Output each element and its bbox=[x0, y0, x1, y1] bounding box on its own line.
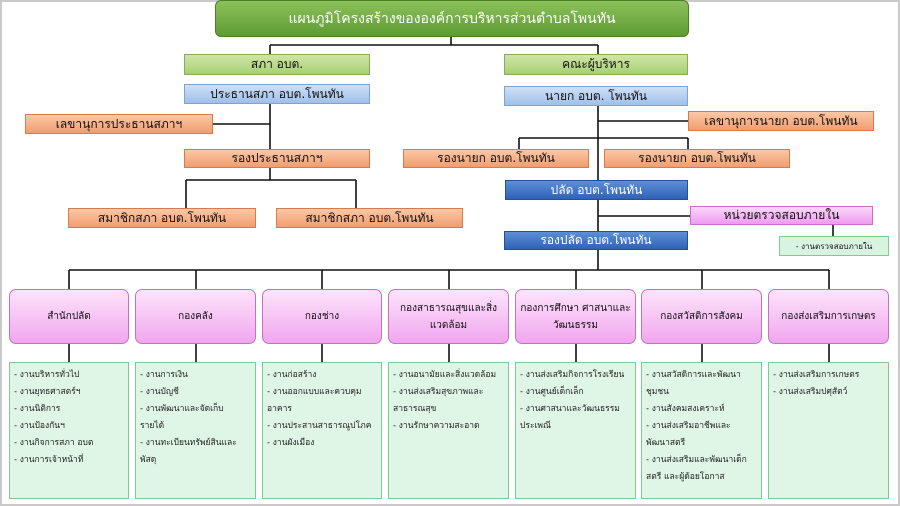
task-item: พัสดุ bbox=[140, 455, 157, 465]
chart-title: แผนภูมิโครงสร้างขององค์การบริหารส่วนตำบล… bbox=[215, 0, 689, 37]
task-list: - งานสวัสดิการและพัฒนา ชุมชน - งานสังคมส… bbox=[641, 362, 762, 499]
task-item: - งานก่อสร้าง bbox=[267, 370, 317, 380]
council-box: สภา อบต. bbox=[184, 54, 370, 75]
department-box: สำนักปลัด bbox=[9, 289, 129, 344]
task-item: - งานประสานสาธารณูปโภค bbox=[267, 421, 372, 431]
task-item: - งานการเงิน bbox=[140, 370, 188, 380]
task-item: - งานส่งเสริมกิจการโรงเรียน bbox=[520, 370, 625, 380]
deputy-clerk-box: รองปลัด อบต.โพนทัน bbox=[504, 231, 688, 250]
task-item: - งานออกแบบและควบคุม bbox=[267, 387, 362, 397]
task-item: - งานยุทธศาสตร์ฯ bbox=[14, 387, 81, 397]
council-member-box: สมาชิกสภา อบต.โพนทัน bbox=[68, 208, 256, 228]
task-item: ประเพณี bbox=[520, 421, 551, 431]
task-item: - งานรักษาความสะอาด bbox=[393, 421, 480, 431]
department-box: กองสวัสดิการสังคม bbox=[641, 289, 762, 344]
council-secretary-box: เลขานุการประธานสภาฯ bbox=[25, 114, 213, 134]
deputy-mayor-box: รองนายก อบต.โพนทัน bbox=[403, 149, 589, 168]
task-item: ชุมชน bbox=[646, 387, 669, 397]
task-list: - งานการเงิน - งานบัญชี - งานพัฒนาและจัด… bbox=[135, 362, 256, 499]
department-box: กองคลัง bbox=[135, 289, 256, 344]
department-box: กองส่งเสริมการเกษตร bbox=[768, 289, 889, 344]
task-item: อาคาร bbox=[267, 404, 292, 414]
task-list: - งานบริหารทั่วไป - งานยุทธศาสตร์ฯ - งาน… bbox=[9, 362, 129, 499]
internal-audit-task-box: - งานตรวจสอบภายใน bbox=[779, 236, 889, 256]
task-item: - งานสวัสดิการและพัฒนา bbox=[646, 370, 741, 380]
mayor-secretary-box: เลขานุการนายก อบต.โพนทัน bbox=[688, 111, 874, 131]
task-item: สตรี และผู้ด้อยโอกาส bbox=[646, 472, 725, 482]
task-item: รายได้ bbox=[140, 421, 165, 431]
task-item: - งานทะเบียนทรัพย์สินและ bbox=[140, 438, 237, 448]
task-item: พัฒนาสตรี bbox=[646, 438, 686, 448]
task-item: - งานกิจการสภา อบต bbox=[14, 438, 94, 448]
task-item: - งานส่งเสริมปศุสัตว์ bbox=[773, 387, 848, 397]
task-item: - งานพัฒนาและจัดเก็บ bbox=[140, 404, 224, 414]
task-item: - งานผังเมือง bbox=[267, 438, 315, 448]
clerk-box: ปลัด อบต.โพนทัน bbox=[505, 180, 688, 200]
task-item: - งานสังคมสงเคราะห์ bbox=[646, 404, 725, 414]
council-vice-chair-box: รองประธานสภาฯ bbox=[184, 149, 370, 168]
department-box: กองการศึกษา ศาสนาและวัฒนธรรม bbox=[515, 289, 636, 344]
task-item: - งานส่งเสริมอาชีพและ bbox=[646, 421, 731, 431]
executive-box: คณะผู้บริหาร bbox=[504, 54, 688, 75]
task-item: - งานส่งเสริมการเกษตร bbox=[773, 370, 860, 380]
task-item: - งานอนามัยและสิ่งแวดล้อม bbox=[393, 370, 497, 380]
task-item: สาธารณสุข bbox=[393, 404, 437, 414]
task-item: - งานป้องกันฯ bbox=[14, 421, 65, 431]
task-item: - งานศาสนาและวัฒนธรรม bbox=[520, 404, 620, 414]
mayor-box: นายก อบต. โพนทัน bbox=[504, 86, 688, 106]
task-item: - งานบัญชี bbox=[140, 387, 179, 397]
council-chair-box: ประธานสภา อบต.โพนทัน bbox=[184, 84, 370, 104]
task-item: - งานส่งเสริมและพัฒนาเด็ก bbox=[646, 455, 747, 465]
department-box: กองสาธารณสุขและสิ่งแวดล้อม bbox=[388, 289, 509, 344]
task-list: - งานอนามัยและสิ่งแวดล้อม - งานส่งเสริมส… bbox=[388, 362, 509, 499]
task-list: - งานส่งเสริมการเกษตร - งานส่งเสริมปศุสั… bbox=[768, 362, 889, 499]
task-item: - งานบริหารทั่วไป bbox=[14, 370, 80, 380]
task-list: - งานก่อสร้าง - งานออกแบบและควบคุม อาคาร… bbox=[262, 362, 382, 499]
internal-audit-box: หน่วยตรวจสอบภายใน bbox=[690, 206, 873, 225]
deputy-mayor-box: รองนายก อบต.โพนทัน bbox=[604, 149, 790, 168]
task-list: - งานส่งเสริมกิจการโรงเรียน - งานศูนย์เด… bbox=[515, 362, 636, 499]
task-item: - งานส่งเสริมสุขภาพและ bbox=[393, 387, 484, 397]
council-member-box: สมาชิกสภา อบต.โพนทัน bbox=[276, 208, 463, 228]
task-item: - งานศูนย์เด็กเล็ก bbox=[520, 387, 584, 397]
task-item: - งานนิติการ bbox=[14, 404, 61, 414]
task-item: - งานการเจ้าหน้าที่ bbox=[14, 455, 84, 465]
department-box: กองช่าง bbox=[262, 289, 382, 344]
